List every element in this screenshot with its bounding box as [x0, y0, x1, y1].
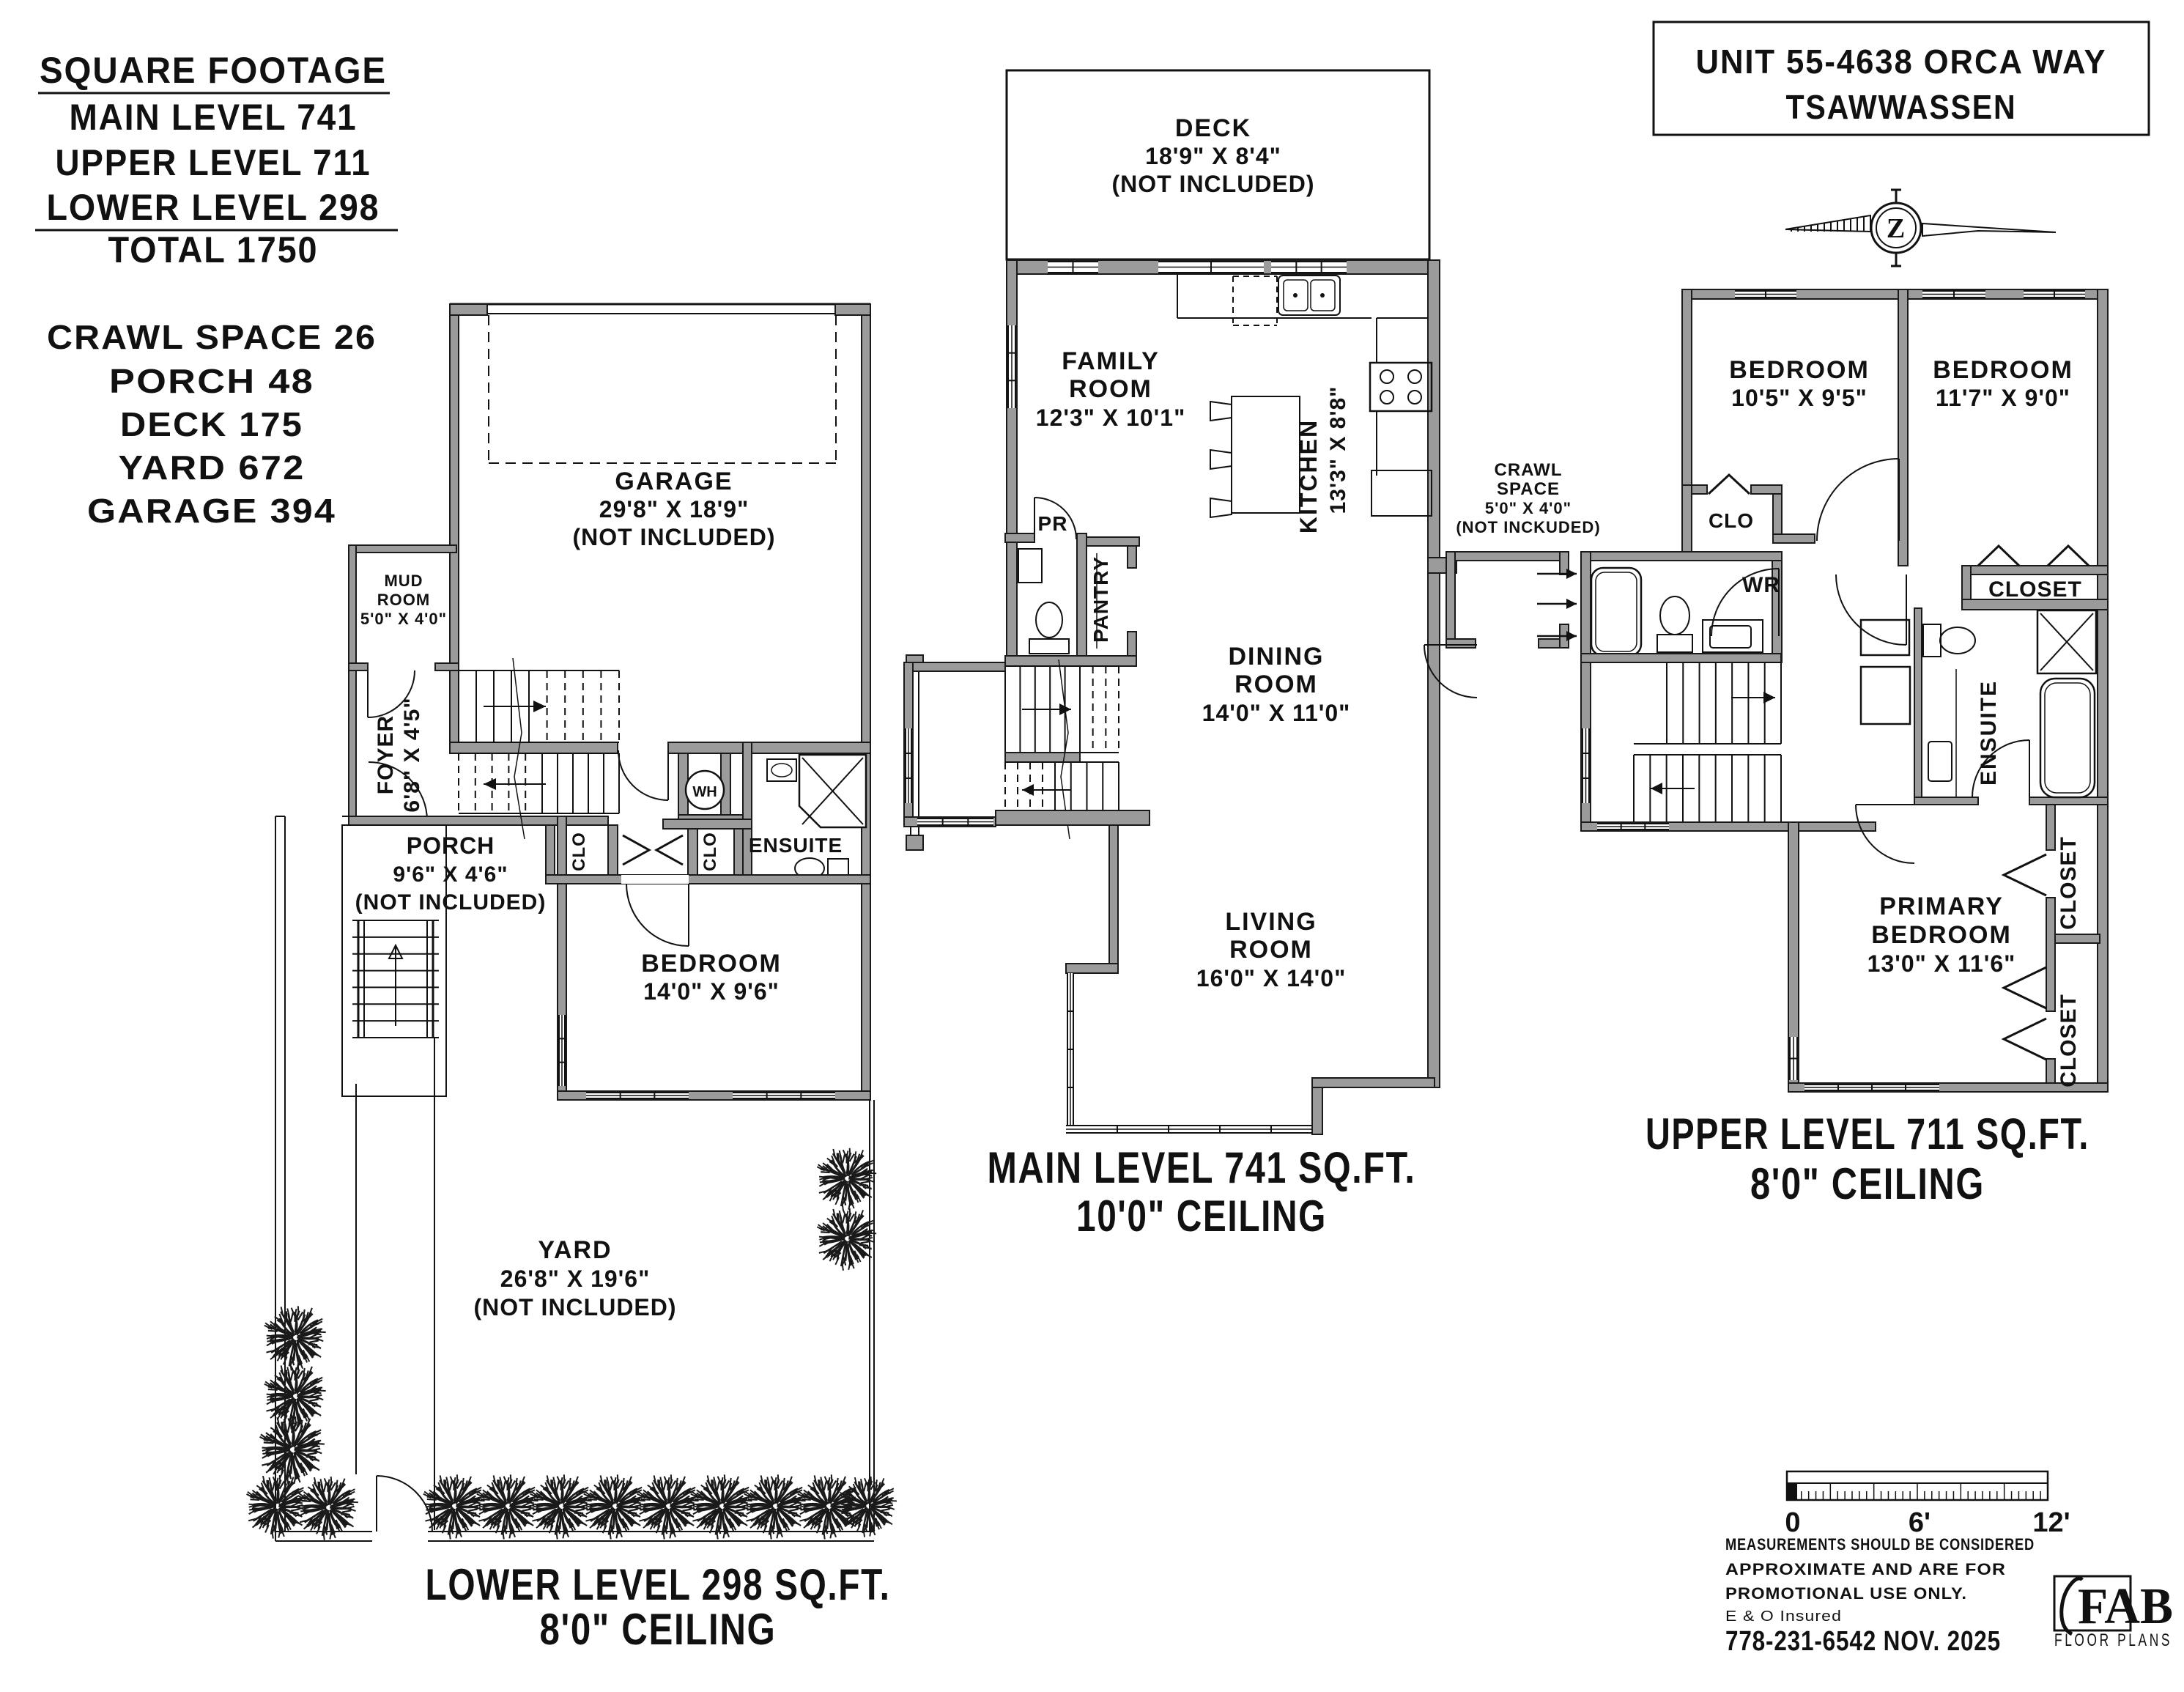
svg-text:8'0" CEILING: 8'0" CEILING: [1750, 1159, 1985, 1208]
svg-text:MEASUREMENTS SHOULD BE CONSIDE: MEASUREMENTS SHOULD BE CONSIDERED: [1725, 1535, 2035, 1554]
svg-text:DECK: DECK: [1175, 114, 1251, 142]
svg-text:CLO: CLO: [1709, 509, 1754, 532]
svg-text:14'0" X 11'0": 14'0" X 11'0": [1202, 700, 1351, 726]
svg-text:13'0" X 11'6": 13'0" X 11'6": [1867, 950, 2016, 977]
svg-text:BEDROOM: BEDROOM: [641, 950, 782, 978]
svg-text:PROMOTIONAL USE ONLY.: PROMOTIONAL USE ONLY.: [1725, 1584, 1967, 1603]
svg-text:(NOT INCLUDED): (NOT INCLUDED): [572, 524, 775, 550]
svg-text:LIVING: LIVING: [1225, 908, 1317, 936]
svg-text:(NOT INCLUDED): (NOT INCLUDED): [355, 890, 547, 915]
svg-text:778-231-6542 NOV. 2025: 778-231-6542 NOV. 2025: [1725, 1626, 2001, 1657]
svg-text:0: 0: [1785, 1507, 1800, 1538]
svg-text:CLOSET: CLOSET: [2057, 994, 2081, 1087]
svg-text:(NOT INCKUDED): (NOT INCKUDED): [1456, 518, 1600, 536]
svg-text:YARD: YARD: [538, 1236, 612, 1264]
svg-text:11'7" X 9'0": 11'7" X 9'0": [1936, 385, 2070, 411]
svg-text:CLOSET: CLOSET: [1988, 577, 2082, 602]
svg-text:BEDROOM: BEDROOM: [1871, 921, 2012, 949]
svg-text:APPROXIMATE AND ARE FOR: APPROXIMATE AND ARE FOR: [1725, 1560, 2006, 1578]
svg-text:MUD: MUD: [384, 572, 423, 590]
svg-text:13'3" X 8'8": 13'3" X 8'8": [1326, 386, 1350, 514]
svg-text:26'8" X 19'6": 26'8" X 19'6": [500, 1266, 650, 1292]
svg-text:WR: WR: [1742, 573, 1780, 597]
svg-text:ROOM: ROOM: [377, 591, 430, 609]
svg-text:6': 6': [1909, 1507, 1931, 1538]
svg-text:10'0" CEILING: 10'0" CEILING: [1076, 1192, 1327, 1241]
svg-text:UPPER LEVEL 711 SQ.FT.: UPPER LEVEL 711 SQ.FT.: [1646, 1109, 2089, 1159]
svg-text:WH: WH: [692, 784, 717, 800]
svg-text:SPACE: SPACE: [1497, 479, 1560, 499]
svg-text:MAIN LEVEL 741 SQ.FT.: MAIN LEVEL 741 SQ.FT.: [988, 1143, 1416, 1192]
svg-text:8'0" CEILING: 8'0" CEILING: [540, 1605, 777, 1654]
svg-text:16'0" X 14'0": 16'0" X 14'0": [1196, 965, 1346, 991]
svg-text:18'9" X 8'4": 18'9" X 8'4": [1145, 143, 1281, 169]
svg-text:12'3" X 10'1": 12'3" X 10'1": [1036, 404, 1185, 431]
svg-text:PORCH 48: PORCH 48: [109, 362, 314, 400]
svg-text:FAB: FAB: [2078, 1578, 2173, 1635]
svg-text:PR: PR: [1038, 512, 1068, 535]
svg-text:MAIN LEVEL 741: MAIN LEVEL 741: [70, 97, 358, 138]
svg-text:CLO: CLO: [700, 832, 720, 871]
svg-text:14'0" X 9'6": 14'0" X 9'6": [643, 978, 780, 1005]
svg-text:CRAWL: CRAWL: [1495, 460, 1563, 480]
svg-text:CLO: CLO: [569, 832, 589, 871]
svg-text:BEDROOM: BEDROOM: [1933, 356, 2073, 384]
svg-text:ROOM: ROOM: [1234, 670, 1318, 698]
svg-text:BEDROOM: BEDROOM: [1729, 356, 1870, 384]
svg-text:DECK 175: DECK 175: [120, 405, 303, 443]
svg-text:PANTRY: PANTRY: [1089, 556, 1112, 643]
svg-text:5'0" X 4'0": 5'0" X 4'0": [1485, 499, 1572, 517]
svg-text:ROOM: ROOM: [1069, 375, 1152, 403]
svg-text:TOTAL 1750: TOTAL 1750: [108, 229, 319, 270]
svg-text:LOWER LEVEL 298 SQ.FT.: LOWER LEVEL 298 SQ.FT.: [426, 1560, 891, 1609]
svg-text:E & O Insured: E & O Insured: [1725, 1608, 1842, 1625]
svg-text:FOYER: FOYER: [374, 715, 398, 794]
svg-text:CLOSET: CLOSET: [2057, 836, 2081, 930]
svg-text:GARAGE 394: GARAGE 394: [87, 492, 336, 530]
svg-text:ROOM: ROOM: [1229, 936, 1313, 964]
svg-text:29'8" X 18'9": 29'8" X 18'9": [599, 496, 749, 522]
svg-text:(NOT INCLUDED): (NOT INCLUDED): [473, 1294, 676, 1320]
svg-text:YARD 672: YARD 672: [119, 448, 306, 487]
svg-text:10'5" X 9'5": 10'5" X 9'5": [1731, 385, 1867, 411]
svg-text:DINING: DINING: [1229, 643, 1325, 670]
svg-text:9'6" X 4'6": 9'6" X 4'6": [393, 862, 508, 887]
svg-text:PORCH: PORCH: [407, 832, 495, 859]
svg-text:ENSUITE: ENSUITE: [1977, 680, 2001, 786]
svg-text:5'0" X 4'0": 5'0" X 4'0": [360, 610, 447, 628]
svg-text:UNIT 55-4638 ORCA WAY: UNIT 55-4638 ORCA WAY: [1696, 43, 2107, 81]
svg-text:ENSUITE: ENSUITE: [749, 834, 843, 857]
svg-text:TSAWWASSEN: TSAWWASSEN: [1786, 88, 2017, 126]
svg-text:FAMILY: FAMILY: [1062, 347, 1160, 375]
svg-text:FLOOR PLANS: FLOOR PLANS: [2054, 1630, 2172, 1650]
svg-text:GARAGE: GARAGE: [615, 468, 733, 495]
svg-text:LOWER LEVEL 298: LOWER LEVEL 298: [47, 187, 380, 228]
svg-text:SQUARE FOOTAGE: SQUARE FOOTAGE: [40, 50, 387, 91]
svg-text:12': 12': [2032, 1507, 2070, 1538]
svg-text:CRAWL SPACE 26: CRAWL SPACE 26: [47, 318, 377, 356]
svg-text:(NOT INCLUDED): (NOT INCLUDED): [1111, 171, 1314, 197]
svg-text:UPPER LEVEL 711: UPPER LEVEL 711: [56, 142, 371, 183]
svg-text:Z: Z: [1887, 213, 1906, 244]
svg-text:PRIMARY: PRIMARY: [1879, 893, 2004, 920]
